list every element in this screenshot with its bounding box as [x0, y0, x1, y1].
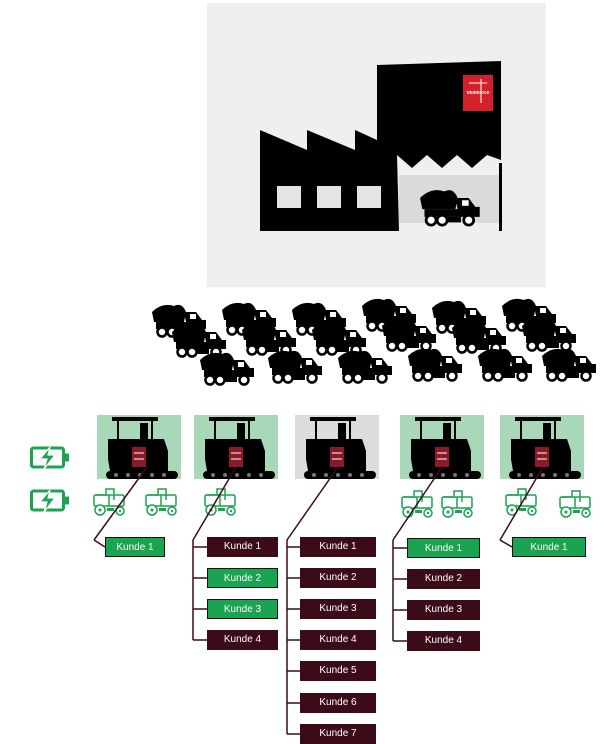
customer-box[interactable]: Kunde 4	[300, 630, 376, 650]
customer-box[interactable]: Kunde 6	[300, 693, 376, 713]
customer-box[interactable]: Kunde 1	[407, 538, 480, 558]
customer-box[interactable]: Kunde 5	[300, 661, 376, 681]
customer-box[interactable]: Kunde 3	[300, 599, 376, 619]
factory-building-icon: VEIDEKKE	[260, 61, 502, 231]
customer-box[interactable]: Kunde 1	[300, 537, 376, 557]
customer-box[interactable]: Kunde 1	[512, 537, 586, 557]
customer-box[interactable]: Kunde 7	[300, 724, 376, 744]
customer-box[interactable]: Kunde 4	[407, 631, 480, 651]
customer-box[interactable]: Kunde 2	[207, 568, 278, 588]
customer-box[interactable]: Kunde 1	[207, 537, 278, 557]
customer-box[interactable]: Kunde 2	[407, 569, 480, 589]
logo-text: VEIDEKKE	[466, 90, 489, 95]
customer-box[interactable]: Kunde 3	[407, 600, 480, 620]
veidekke-logo: VEIDEKKE	[463, 75, 493, 111]
customer-box[interactable]: Kunde 3	[207, 599, 278, 619]
customer-box[interactable]: Kunde 2	[300, 568, 376, 588]
customer-box[interactable]: Kunde 4	[207, 630, 278, 650]
customer-box[interactable]: Kunde 1	[105, 537, 165, 557]
